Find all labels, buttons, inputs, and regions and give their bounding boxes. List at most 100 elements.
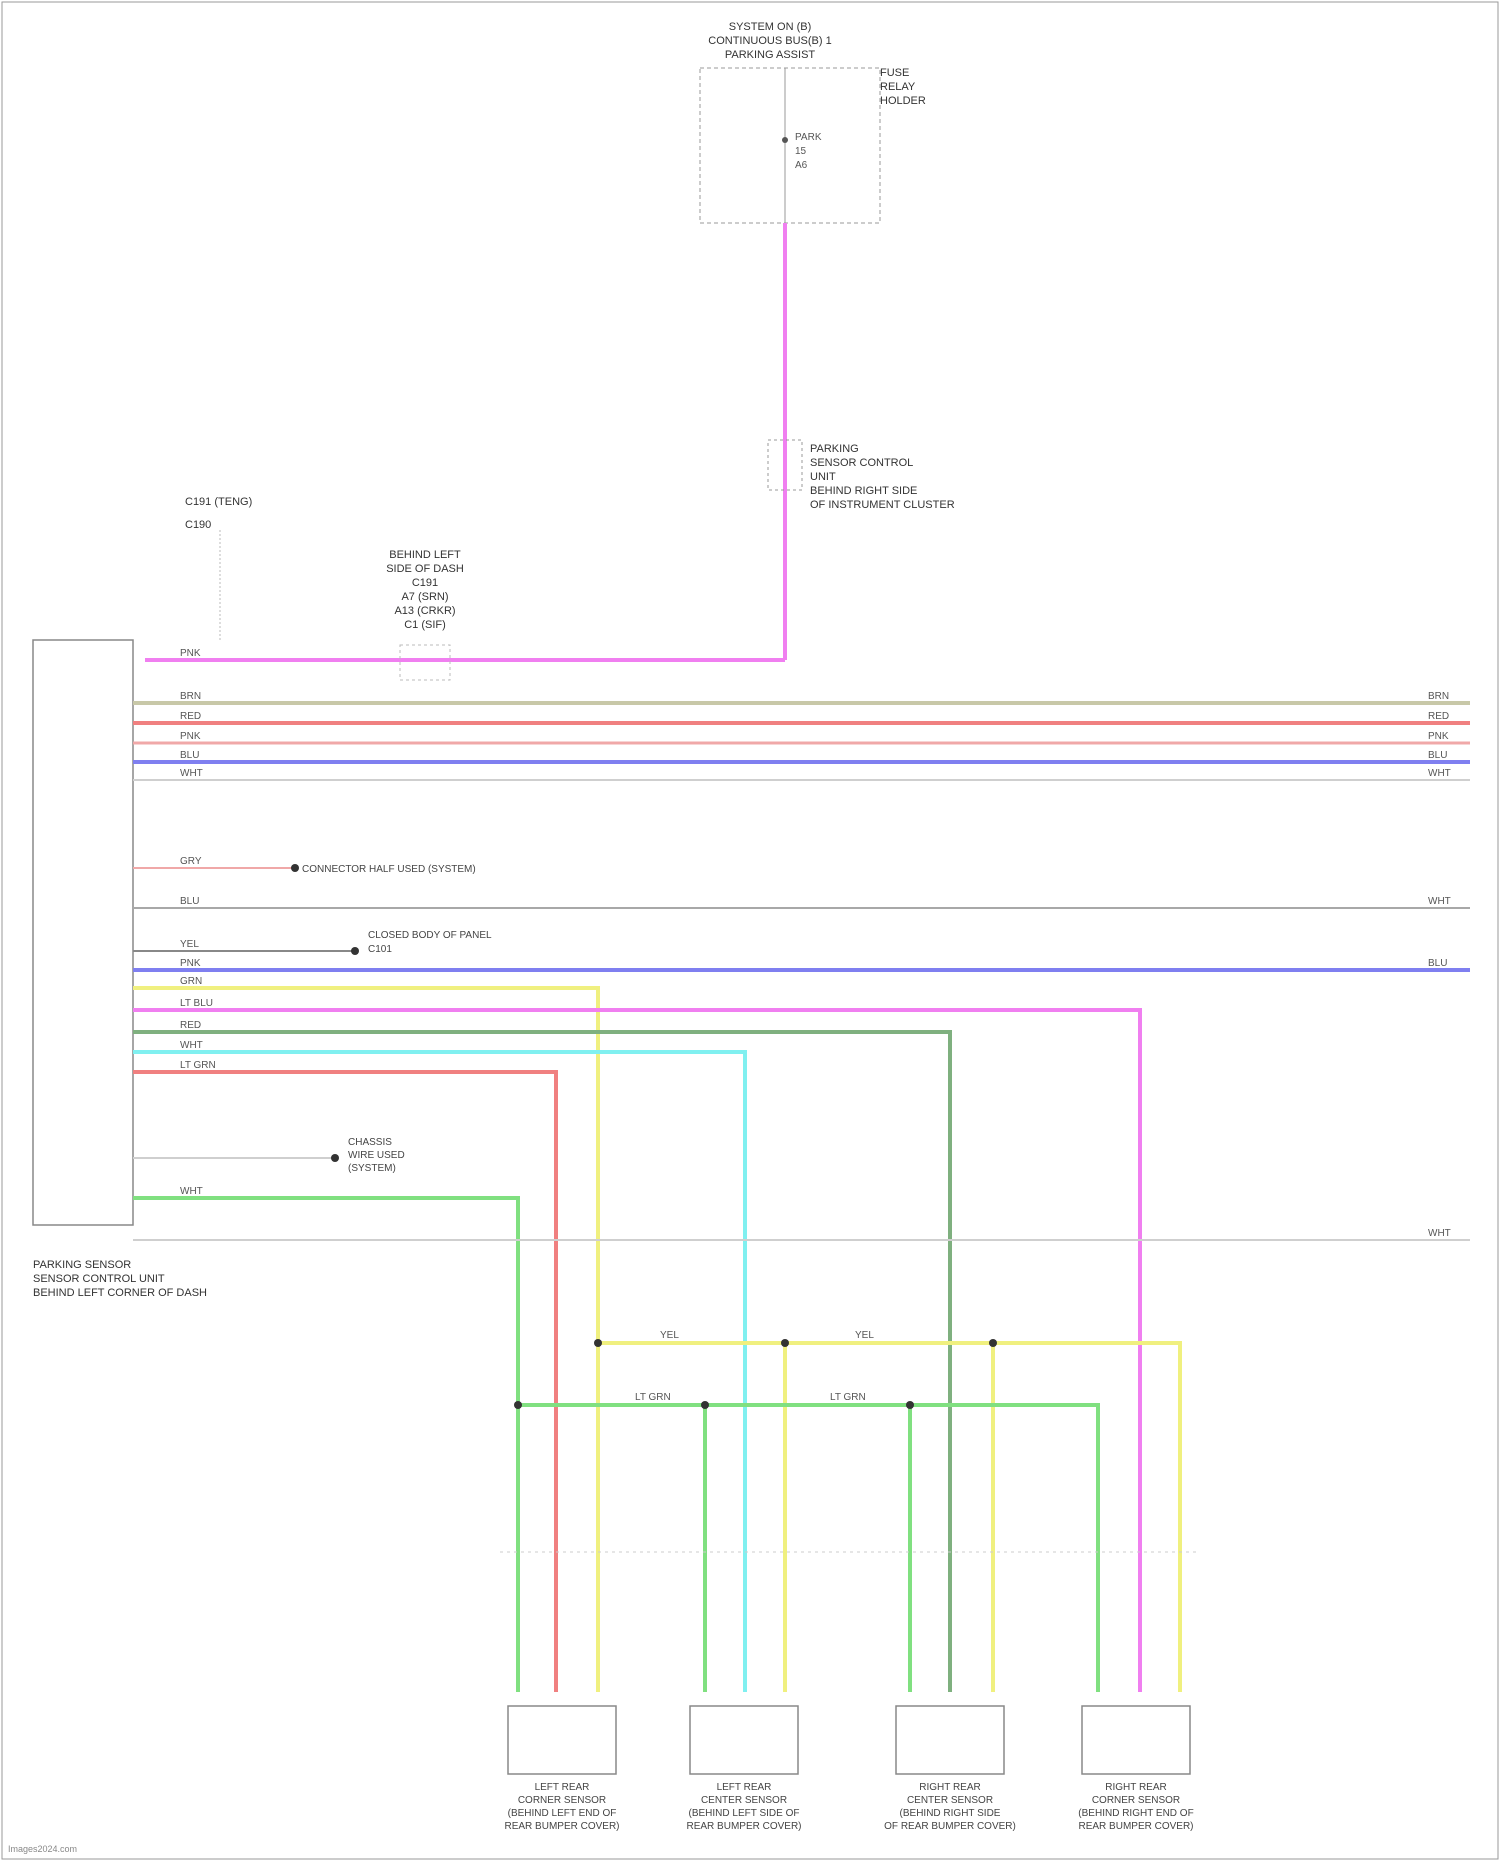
left-wire-code-1: BRN [180, 691, 201, 702]
sensor-1-line-4: REAR BUMPER COVER) [504, 1821, 619, 1832]
sensor-2-line-2: CENTER SENSOR [701, 1795, 787, 1806]
sensor-label-4: RIGHT REAR CORNER SENSOR (BEHIND RIGHT E… [1078, 1782, 1193, 1832]
splice-1 [291, 864, 299, 872]
inline-connector-5: A13 (CRKR) [394, 605, 455, 617]
bus-code-1: YEL [660, 1330, 679, 1341]
left-wire-code-2: RED [180, 711, 201, 722]
bus-code-2: YEL [855, 1330, 874, 1341]
legend-2: C190 [185, 519, 211, 531]
bus-code-4: LT GRN [830, 1392, 866, 1403]
right-wire-code-3: BLU [1428, 750, 1447, 761]
sensor-box-4 [1082, 1706, 1190, 1774]
bus-yellow [598, 1343, 1180, 1692]
mid-connector-label-2: SENSOR CONTROL [810, 457, 913, 469]
top-module-label-1: SYSTEM ON (B) [729, 21, 812, 33]
sensor-1-line-3: (BEHIND LEFT END OF [508, 1808, 617, 1819]
annot-2a: CLOSED BODY OF PANEL [368, 930, 492, 941]
control-unit-label-1: PARKING SENSOR [33, 1259, 131, 1271]
sensor-2-line-3: (BEHIND LEFT SIDE OF [689, 1808, 800, 1819]
left-wire-code-9: PNK [180, 958, 201, 969]
sensor-3-line-2: CENTER SENSOR [907, 1795, 993, 1806]
top-module-side-3: HOLDER [880, 95, 926, 107]
top-module-side-2: RELAY [880, 81, 916, 93]
sensor-4-line-4: REAR BUMPER COVER) [1078, 1821, 1193, 1832]
sensor-3-line-1: RIGHT REAR [919, 1782, 981, 1793]
sensor-1-line-2: CORNER SENSOR [518, 1795, 606, 1806]
left-wire-code-3: PNK [180, 731, 201, 742]
wire-pnk-down [133, 1010, 1140, 1692]
watermark: Images2024.com [8, 1844, 77, 1854]
top-module-label-3: PARKING ASSIST [725, 49, 816, 61]
bus-yellow-splice-2 [781, 1339, 789, 1347]
inline-connector-3: C191 [412, 577, 438, 589]
sensor-label-3: RIGHT REAR CENTER SENSOR (BEHIND RIGHT S… [884, 1782, 1016, 1832]
sensor-box-2 [690, 1706, 798, 1774]
mid-connector-label-4: BEHIND RIGHT SIDE [810, 485, 917, 497]
right-wire-code-1: RED [1428, 711, 1449, 722]
sensor-3-line-4: OF REAR BUMPER COVER) [884, 1821, 1016, 1832]
sensor-1-line-1: LEFT REAR [535, 1782, 590, 1793]
annot-1: CONNECTOR HALF USED (SYSTEM) [302, 864, 476, 875]
right-wire-code-4: WHT [1428, 768, 1451, 779]
sensor-4-line-3: (BEHIND RIGHT END OF [1078, 1808, 1193, 1819]
bus-green [518, 1405, 1098, 1692]
control-unit-box [33, 640, 133, 1225]
sensor-box-3 [896, 1706, 1004, 1774]
bus-green-splice-2 [701, 1401, 709, 1409]
sensor-label-2: LEFT REAR CENTER SENSOR (BEHIND LEFT SID… [686, 1782, 801, 1832]
right-wire-code-2: PNK [1428, 731, 1449, 742]
splice-3 [331, 1154, 339, 1162]
mid-connector-label-5: OF INSTRUMENT CLUSTER [810, 499, 955, 511]
sensor-4-line-2: CORNER SENSOR [1092, 1795, 1180, 1806]
left-wire-code-5: WHT [180, 768, 203, 779]
bus-green-splice-1 [514, 1401, 522, 1409]
annot-3b: WIRE USED [348, 1150, 405, 1161]
mid-connector-label-3: UNIT [810, 471, 836, 483]
left-wire-code-6: GRY [180, 856, 202, 867]
top-pin-1: PARK [795, 132, 822, 143]
wire-ltblu-down [133, 1052, 745, 1692]
control-unit-label-2: SENSOR CONTROL UNIT [33, 1273, 165, 1285]
left-wire-code-14: LT GRN [180, 1060, 216, 1071]
left-wire-code-7: BLU [180, 896, 199, 907]
legend-1: C191 (TENG) [185, 496, 252, 508]
right-wire-code-6: BLU [1428, 958, 1447, 969]
mid-connector-label-1: PARKING [810, 443, 859, 455]
left-wire-code-4: BLU [180, 750, 199, 761]
annot-2b: C101 [368, 944, 392, 955]
annot-3a: CHASSIS [348, 1137, 392, 1148]
splice-2 [351, 947, 359, 955]
left-wire-code-10: GRN [180, 976, 202, 987]
left-wire-code-13: WHT [180, 1040, 203, 1051]
left-wire-code-12: RED [180, 1020, 201, 1031]
inline-connector-6: C1 (SIF) [404, 619, 446, 631]
bus-yellow-splice-3 [989, 1339, 997, 1347]
left-wire-code-15: WHT [180, 1186, 203, 1197]
wire-grn-down [133, 1032, 950, 1692]
bus-yellow-splice-1 [594, 1339, 602, 1347]
sensor-4-line-1: RIGHT REAR [1105, 1782, 1167, 1793]
wire-yel-down [133, 988, 598, 1692]
right-wire-code-0: BRN [1428, 691, 1449, 702]
wire-ltgrn-down [133, 1198, 518, 1692]
bus-code-3: LT GRN [635, 1392, 671, 1403]
inline-connector-4: A7 (SRN) [401, 591, 448, 603]
wire-red-down [133, 1072, 556, 1692]
top-module-side-1: FUSE [880, 67, 909, 79]
control-unit-label-3: BEHIND LEFT CORNER OF DASH [33, 1287, 207, 1299]
left-wire-code-11: LT BLU [180, 998, 213, 1009]
inline-connector-box [400, 645, 450, 680]
sensor-box-1 [508, 1706, 616, 1774]
sensor-3-line-3: (BEHIND RIGHT SIDE [900, 1808, 1001, 1819]
annot-3c: (SYSTEM) [348, 1163, 396, 1174]
inline-connector-2: SIDE OF DASH [386, 563, 464, 575]
top-module-box [700, 68, 880, 223]
sensor-2-line-1: LEFT REAR [717, 1782, 772, 1793]
top-pin-dot [782, 137, 788, 143]
inline-connector-1: BEHIND LEFT [389, 549, 461, 561]
right-wire-code-5: WHT [1428, 896, 1451, 907]
